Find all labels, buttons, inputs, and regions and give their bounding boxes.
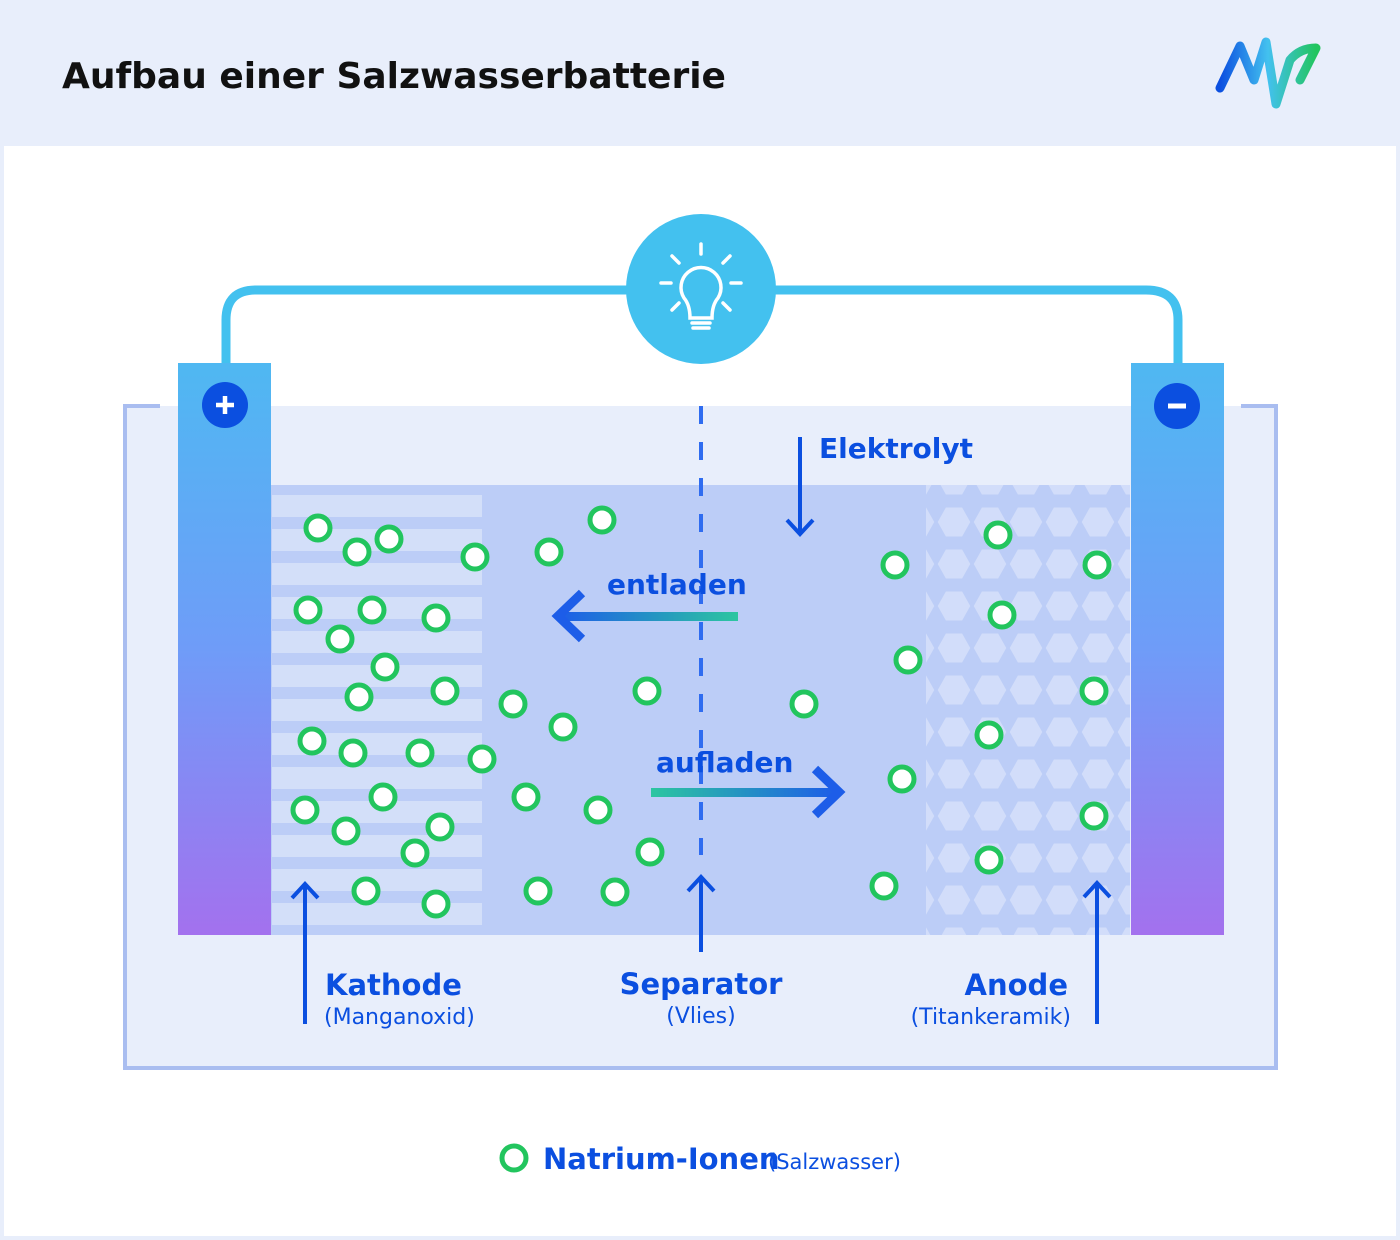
charge-arrow-icon [651, 765, 846, 819]
discharge-label: entladen [607, 568, 747, 601]
sodium-ion-icon [325, 624, 355, 654]
sodium-ion-icon [342, 537, 372, 567]
cathode-layer [272, 699, 482, 721]
sodium-ion-icon [351, 876, 381, 906]
cathode-label: Kathode [325, 968, 462, 1002]
brand-logo [1215, 37, 1321, 109]
sodium-ion-icon [789, 689, 819, 719]
sodium-ion-icon [357, 595, 387, 625]
sodium-ion-icon [368, 782, 398, 812]
sodium-ion-icon [430, 676, 460, 706]
discharge-arrow-icon [551, 589, 738, 643]
sodium-ion-icon [600, 877, 630, 907]
sodium-ion-icon [374, 524, 404, 554]
header-bar [0, 0, 1400, 146]
sodium-ion-icon [974, 720, 1004, 750]
sodium-ion-icon [467, 744, 497, 774]
sodium-ion-icon [983, 520, 1013, 550]
sodium-ion-icon [498, 689, 528, 719]
sodium-ion-icon [1079, 801, 1109, 831]
cathode-layer [272, 495, 482, 517]
sodium-ion-icon [880, 550, 910, 580]
sodium-ion-icon [405, 738, 435, 768]
sodium-ion-icon [425, 812, 455, 842]
cathode-material: (Manganoxid) [324, 1005, 475, 1030]
sodium-ion-icon [887, 764, 917, 794]
sodium-ion-icon [587, 505, 617, 535]
sodium-ion-icon [460, 542, 490, 572]
electrolyte-arrow-icon [785, 437, 815, 537]
legend-sublabel: (Salzwasser) [768, 1150, 901, 1174]
plus-icon [202, 382, 248, 428]
sodium-ion-icon [635, 837, 665, 867]
electrolyte-label: Elektrolyt [819, 432, 973, 465]
cathode-electrode [178, 363, 271, 935]
sodium-ion-icon [548, 712, 578, 742]
anode-material: (Titankeramik) [911, 1005, 1071, 1030]
sodium-ion-icon [400, 838, 430, 868]
legend-label: Natrium-Ionen [543, 1142, 780, 1176]
sodium-ion-icon [303, 513, 333, 543]
container-outline [123, 404, 1278, 1070]
sodium-ion-icon [331, 816, 361, 846]
cathode-layer [272, 767, 482, 789]
anode-label: Anode [965, 968, 1068, 1002]
lightbulb-icon [626, 214, 776, 364]
sodium-ion-icon [893, 645, 923, 675]
separator-label: Separator [620, 967, 784, 1001]
separator-arrow-icon [686, 874, 716, 952]
sodium-ion-icon [583, 795, 613, 825]
sodium-ion-icon [421, 889, 451, 919]
anode-electrode [1131, 363, 1224, 935]
sodium-ion-icon [511, 782, 541, 812]
sodium-ion-icon [344, 682, 374, 712]
charge-label: aufladen [656, 746, 793, 779]
sodium-ion-icon [869, 871, 899, 901]
cathode-layer [272, 563, 482, 585]
sodium-ion-icon [523, 876, 553, 906]
sodium-ion-icon [338, 738, 368, 768]
minus-icon [1154, 383, 1200, 429]
sodium-ion-icon [534, 537, 564, 567]
cathode-arrow-icon [290, 881, 320, 1024]
ion-circle-icon [499, 1143, 529, 1173]
cathode-layer [272, 835, 482, 857]
sodium-ion-icon [1079, 676, 1109, 706]
cathode-layer [272, 631, 482, 653]
sodium-ion-icon [974, 845, 1004, 875]
sodium-ion-icon [987, 600, 1017, 630]
sodium-ion-icon [1082, 550, 1112, 580]
sodium-ion-icon [297, 726, 327, 756]
sodium-ion-icon [290, 795, 320, 825]
anode-arrow-icon [1082, 880, 1112, 1024]
sodium-ion-icon [421, 603, 451, 633]
page-title: Aufbau einer Salzwasserbatterie [62, 56, 726, 97]
sodium-ion-icon [370, 652, 400, 682]
separator-material: (Vlies) [666, 1004, 735, 1029]
cathode-layer [272, 869, 482, 891]
sodium-ion-icon [293, 595, 323, 625]
sodium-ion-icon [632, 676, 662, 706]
ions [290, 505, 1112, 919]
